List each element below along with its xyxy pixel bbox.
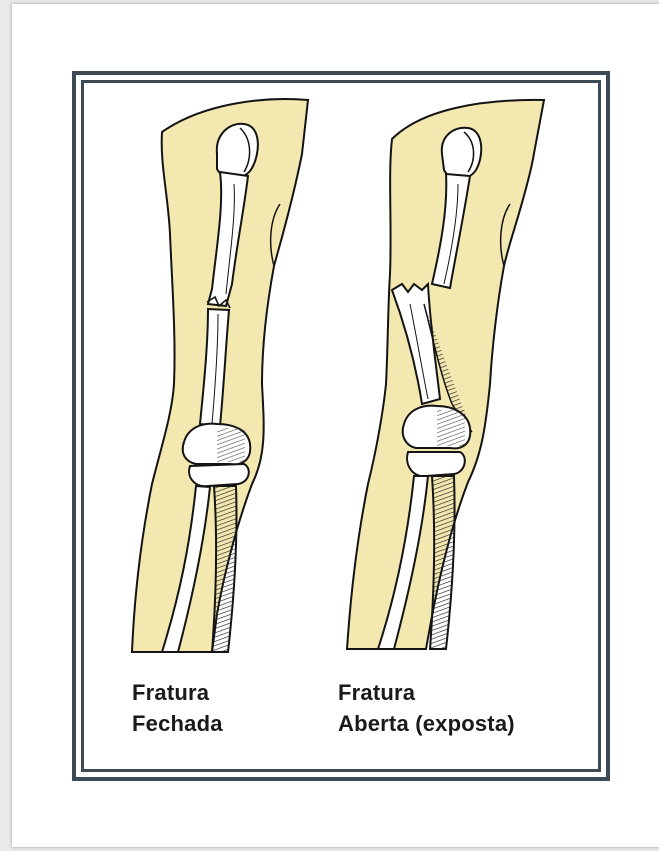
caption-line: Fratura [132,677,223,708]
closed-fracture-arm-illustration [132,99,308,652]
right-ulna [430,476,455,649]
document-page: Fratura Fechada Fratura Aberta (exposta) [12,4,659,847]
open-fracture-arm-illustration [347,100,544,649]
closed-fracture-caption: Fratura Fechada [132,677,223,739]
fracture-illustrations [12,4,659,847]
open-fracture-caption: Fratura Aberta (exposta) [338,677,515,739]
caption-line: Fratura [338,677,515,708]
caption-line: Aberta (exposta) [338,708,515,739]
right-humerus-head [442,128,481,179]
left-ulna [212,486,237,652]
caption-line: Fechada [132,708,223,739]
